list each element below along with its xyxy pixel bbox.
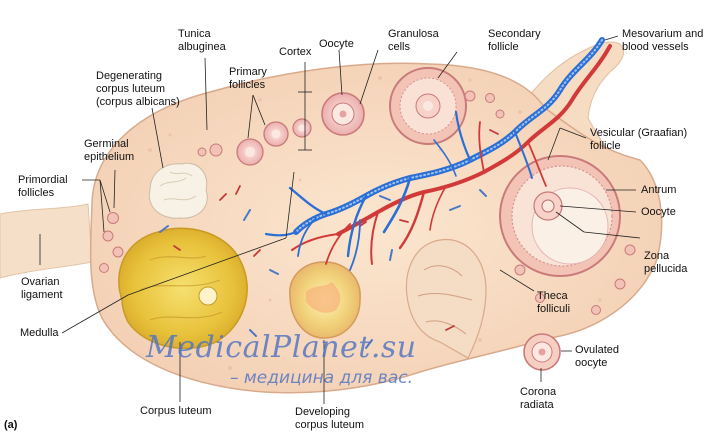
vesicular-follicle-shape [500, 156, 620, 276]
watermark-tagline: – медицина для вас. [230, 368, 413, 388]
label-oocyte-top: Oocyte [319, 38, 354, 51]
ovulated-oocyte-shape [524, 334, 560, 370]
label-mesovarium: Mesovarium and blood vessels [622, 28, 703, 54]
label-medulla: Medulla [20, 327, 59, 340]
label-tunica-albuginea: Tunica albuginea [178, 28, 226, 54]
ovarian-ligament-shape [0, 204, 92, 278]
label-vesicular-follicle: Vesicular (Graafian) follicle [590, 127, 687, 153]
label-zona-pellucida: Zona pellucida [644, 250, 687, 276]
panel-label: (a) [4, 419, 17, 431]
label-granulosa-cells: Granulosa cells [388, 28, 439, 54]
label-primordial-follicles: Primordial follicles [18, 174, 68, 200]
label-corpus-luteum: Corpus luteum [140, 405, 212, 418]
label-ovulated-oocyte: Ovulated oocyte [575, 344, 619, 370]
watermark-site-name: MedicalPlanet.su [146, 330, 417, 365]
label-cortex: Cortex [279, 46, 311, 59]
label-degenerating-corpus-luteum: Degenerating corpus luteum (corpus albic… [96, 70, 180, 109]
label-germinal-epithelium: Germinal epithelium [84, 138, 134, 164]
label-developing-corpus-luteum: Developing corpus luteum [295, 406, 364, 432]
label-secondary-follicle: Secondary follicle [488, 28, 541, 54]
label-oocyte-right: Oocyte [641, 206, 676, 219]
label-primary-follicles: Primary follicles [229, 66, 267, 92]
corpus-albicans-shape [149, 163, 207, 218]
label-ovarian-ligament: Ovarian ligament [21, 276, 63, 302]
oocyte-top-shape [322, 93, 364, 135]
secondary-follicle-shape [390, 68, 466, 144]
label-corona-radiata: Corona radiata [520, 386, 556, 412]
label-theca-folliculi: Theca folliculi [537, 290, 570, 316]
label-antrum: Antrum [641, 184, 676, 197]
